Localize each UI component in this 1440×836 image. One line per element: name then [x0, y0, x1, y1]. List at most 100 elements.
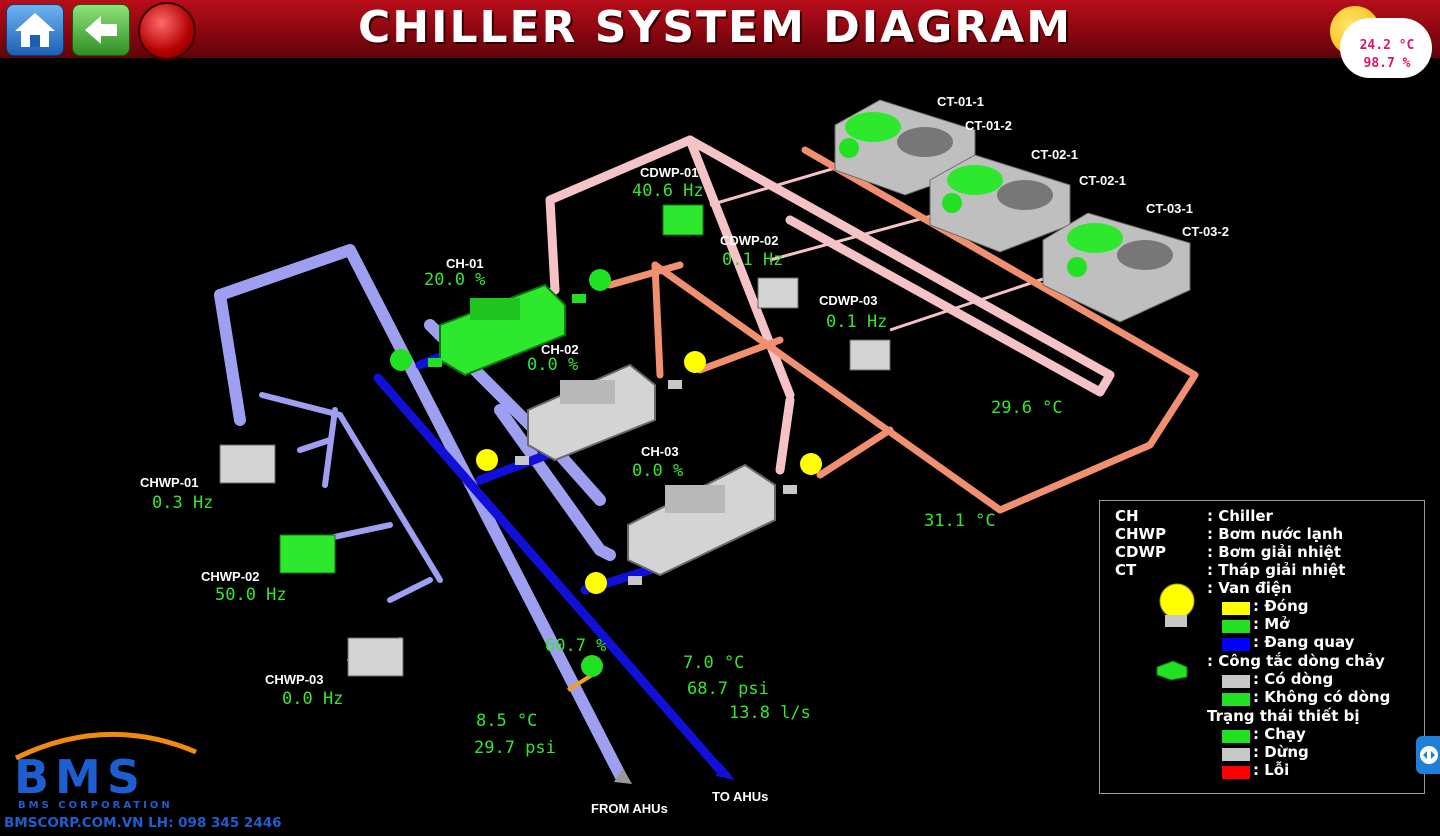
ct-01-2-label: CT-01-2 — [965, 118, 1012, 133]
condenser-water-pipe — [606, 146, 1199, 514]
ct-03-2-label: CT-03-2 — [1182, 224, 1229, 239]
home-button[interactable] — [6, 4, 64, 56]
legend-status-running: : Chạy — [1253, 725, 1306, 743]
swatch-status-running — [1222, 730, 1250, 743]
supply-pressure: 68.7 psi — [687, 679, 769, 699]
bms-logo: BMS BMS CORPORATION — [6, 722, 216, 814]
flow-switch-ch-03-condenser — [783, 485, 797, 494]
from-ahu-arrow-icon — [614, 768, 632, 784]
cdwp-02-frequency: 0.1 Hz — [722, 250, 784, 270]
ch-02-load: 0.0 % — [527, 355, 579, 375]
ch-02-label: CH-02 — [541, 342, 579, 357]
legend-flow-present: : Có dòng — [1253, 670, 1334, 688]
chwp-02-frequency: 50.0 Hz — [215, 585, 287, 605]
valve-ch-03-chilled[interactable] — [585, 572, 607, 594]
valve-ch-01-condenser[interactable] — [589, 269, 611, 291]
cooling-tower-ct-03[interactable] — [1042, 212, 1191, 323]
swatch-flow-present — [1222, 675, 1250, 688]
legend-code-ch: CH — [1115, 507, 1139, 525]
chwp-03-pump[interactable] — [347, 637, 404, 677]
valve-ct-03[interactable] — [1067, 257, 1087, 277]
legend-status-stopped: : Dừng — [1253, 743, 1309, 761]
return-temperature: 8.5 °C — [476, 711, 538, 731]
chiller-ch-03-unit[interactable] — [627, 463, 776, 577]
chwp-02-label: CHWP-02 — [201, 569, 260, 584]
remote-arrows-icon — [1420, 746, 1438, 764]
legend-code-cdwp: CDWP — [1115, 543, 1166, 561]
legend-desc-cdwp: : Bơm giải nhiệt — [1207, 543, 1342, 561]
cdwp-01-pump[interactable] — [662, 204, 704, 236]
valve-ct-02[interactable] — [942, 193, 962, 213]
cooling-tower-ct-02[interactable] — [929, 154, 1071, 253]
legend-status-title: Trạng thái thiết bị — [1207, 707, 1360, 725]
supply-flow: 13.8 l/s — [729, 703, 811, 723]
swatch-flow-absent — [1222, 693, 1250, 706]
return-pressure: 29.7 psi — [474, 738, 556, 758]
back-button[interactable] — [72, 4, 130, 56]
weather-widget: 24.2 °C 98.7 % — [1330, 4, 1434, 78]
chwp-03-frequency: 0.0 Hz — [282, 689, 344, 709]
cdwp-03-pump[interactable] — [849, 339, 891, 371]
flow-switch-ch-02-chilled — [515, 456, 529, 465]
ct-02-1b-label: CT-02-1 — [1079, 173, 1126, 188]
legend-valve-title: : Van điện — [1207, 579, 1292, 597]
valve-ct-01[interactable] — [839, 138, 859, 158]
cdwp-03-label: CDWP-03 — [819, 293, 878, 308]
ch-03-label: CH-03 — [641, 444, 679, 459]
chwp-01-pump[interactable] — [219, 444, 276, 484]
cloud-icon — [1340, 18, 1432, 78]
chwp-03-label: CHWP-03 — [265, 672, 324, 687]
to-ahu-arrow-icon — [716, 762, 735, 780]
cdwp-01-frequency: 40.6 Hz — [632, 181, 704, 201]
page-title: CHILLER SYSTEM DIAGRAM — [357, 2, 1072, 53]
legend-desc-ch: : Chiller — [1207, 507, 1273, 525]
legend-valve-rotating: : Đang quay — [1253, 633, 1355, 651]
to-ahu-label: TO AHUs — [712, 789, 769, 804]
legend-status-fault: : Lỗi — [1253, 761, 1290, 779]
valve-ch-02-condenser[interactable] — [684, 351, 706, 373]
swatch-status-stopped — [1222, 748, 1250, 761]
swatch-valve-rotating — [1222, 638, 1250, 651]
legend-desc-chwp: : Bơm nước lạnh — [1207, 525, 1344, 543]
valve-ch-02-chilled[interactable] — [476, 449, 498, 471]
legend-valve-closed: : Đóng — [1253, 597, 1309, 615]
chiller-ch-02-unit[interactable] — [527, 363, 656, 462]
outdoor-humidity: 98.7 % — [1363, 56, 1411, 71]
legend-panel: CH : Chiller CHWP : Bơm nước lạnh CDWP :… — [1099, 500, 1425, 794]
valve-icon — [1159, 583, 1195, 627]
ct-03-1-label: CT-03-1 — [1146, 201, 1193, 216]
ch-01-load: 20.0 % — [424, 270, 486, 290]
legend-code-chwp: CHWP — [1115, 525, 1167, 543]
swatch-status-fault — [1222, 766, 1250, 779]
cdwp-02-pump[interactable] — [757, 277, 799, 309]
cooling-tower-ct-01[interactable] — [834, 99, 976, 196]
legend-flow-absent: : Không có dòng — [1253, 688, 1391, 706]
cdwp-03-frequency: 0.1 Hz — [826, 312, 888, 332]
chwp-02-pump[interactable] — [279, 534, 336, 574]
contact-info: BMSCORP.COM.VN LH: 098 345 2446 — [4, 815, 282, 831]
valve-ch-01-chilled[interactable] — [390, 349, 412, 371]
flow-switch-ch-01-chilled — [428, 358, 442, 367]
supply-temperature: 7.0 °C — [683, 653, 745, 673]
swatch-valve-open — [1222, 620, 1250, 633]
cdwp-01-label: CDWP-01 — [640, 165, 699, 180]
bypass-valve[interactable] — [581, 655, 603, 677]
back-arrow-icon — [85, 16, 117, 44]
outdoor-temperature: 24.2 °C — [1359, 38, 1415, 53]
chwp-branch-pipes — [259, 392, 443, 663]
logo-letters: BMS — [14, 750, 146, 804]
logo-company: BMS CORPORATION — [18, 800, 173, 811]
cdwp-02-label: CDWP-02 — [720, 233, 779, 248]
flow-switch-ch-03-chilled — [628, 576, 642, 585]
flow-switch-icon — [1156, 660, 1188, 681]
ct-01-1-label: CT-01-1 — [937, 94, 984, 109]
legend-flow-switch-title: : Công tắc dòng chảy — [1207, 652, 1385, 670]
alarm-button[interactable] — [138, 2, 196, 60]
header-bar — [0, 0, 1440, 58]
remote-support-tab[interactable] — [1416, 736, 1440, 774]
valve-ch-03-condenser[interactable] — [800, 453, 822, 475]
legend-code-ct: CT — [1115, 561, 1137, 579]
condenser-supply-temp: 31.1 °C — [924, 511, 996, 531]
ch-03-load: 0.0 % — [632, 461, 684, 481]
